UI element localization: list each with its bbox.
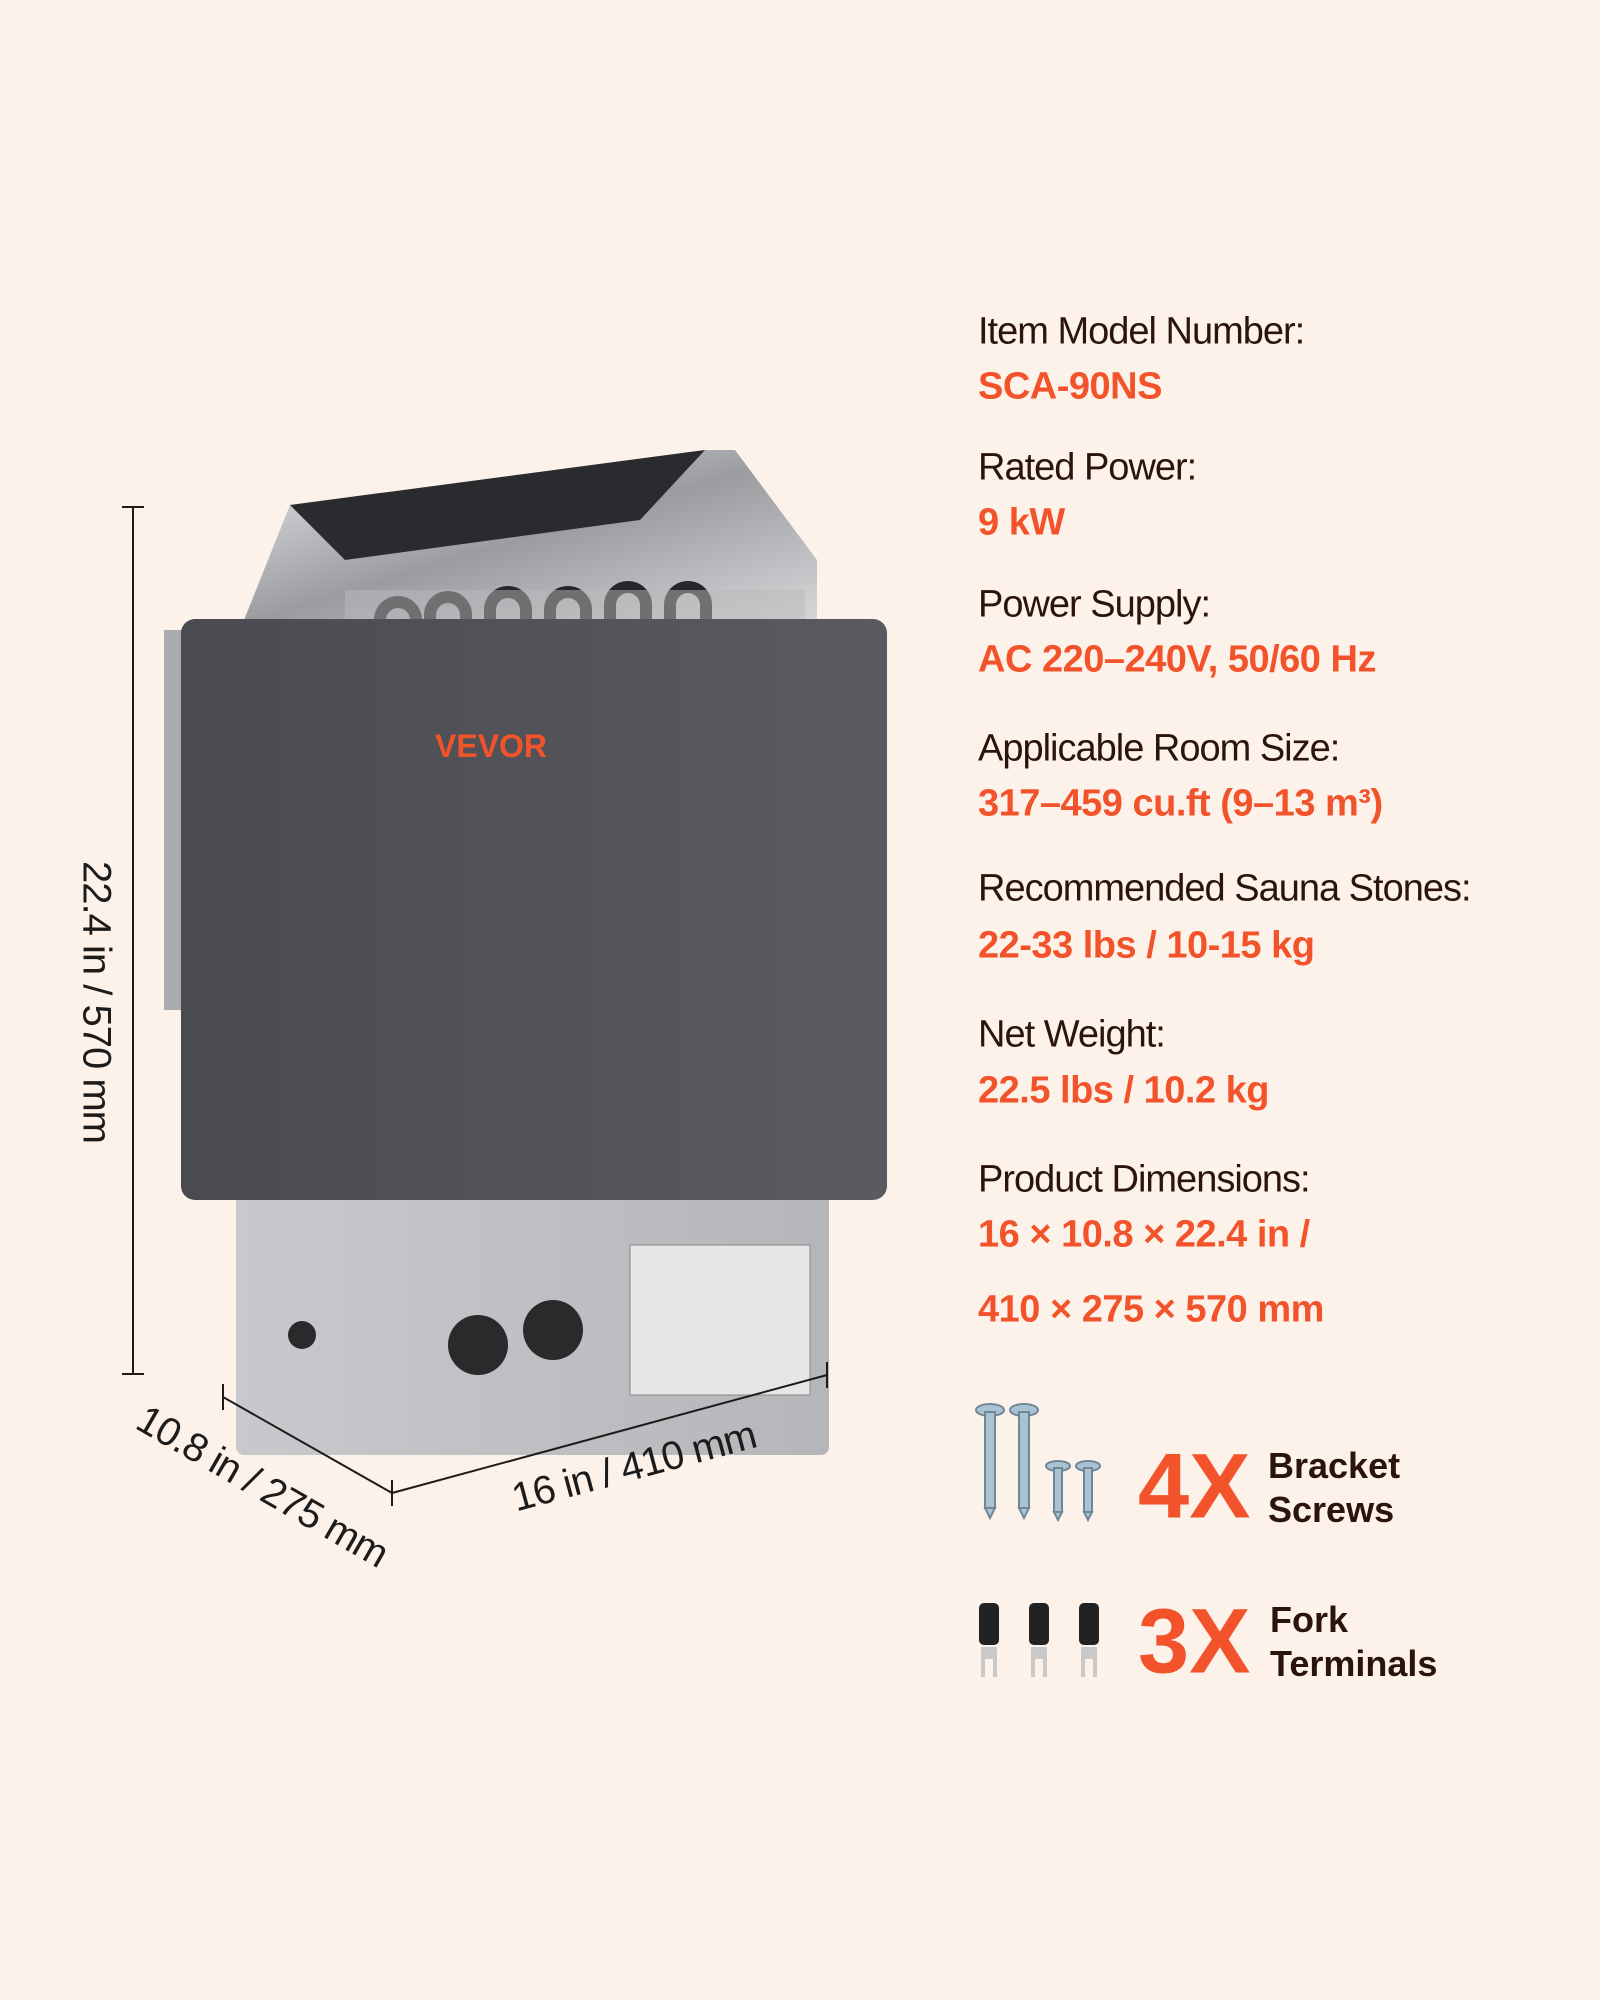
terminals-count: 3X [1138, 1590, 1251, 1693]
spec-value-stones: 22-33 lbs / 10-15 kg [978, 924, 1315, 967]
heater-body [181, 619, 887, 1200]
spec-value-supply: AC 220–240V, 50/60 Hz [978, 638, 1376, 681]
spec-value-room-size: 317–459 cu.ft (9–13 m³) [978, 782, 1383, 825]
height-dimension-label: 22.4 in / 570 mm [74, 861, 119, 1143]
spec-value-dimensions-in: 16 × 10.8 × 22.4 in / [978, 1213, 1310, 1256]
spec-label-supply: Power Supply: [978, 583, 1211, 626]
spec-value-dimensions-mm: 410 × 275 × 570 mm [978, 1288, 1324, 1331]
spec-label-power: Rated Power: [978, 446, 1197, 489]
timer-knob [448, 1315, 508, 1375]
spec-value-weight: 22.5 lbs / 10.2 kg [978, 1069, 1269, 1112]
screw-icon [975, 1403, 1101, 1523]
screws-count: 4X [1138, 1435, 1251, 1538]
fork-terminal-icon [979, 1603, 1099, 1677]
spec-value-model: SCA-90NS [978, 365, 1162, 408]
spec-label-model: Item Model Number: [978, 310, 1305, 353]
temperature-knob [523, 1300, 583, 1360]
spec-label-dimensions: Product Dimensions: [978, 1158, 1311, 1201]
vevor-logo: VEVOR [435, 728, 547, 764]
spec-label-room-size: Applicable Room Size: [978, 727, 1340, 770]
spec-value-power: 9 kW [978, 501, 1065, 544]
sauna-heater-image: VEVOR [122, 450, 887, 1506]
spec-label-stones: Recommended Sauna Stones: [978, 867, 1472, 910]
spec-label-weight: Net Weight: [978, 1013, 1166, 1056]
wall-bracket [164, 630, 186, 1010]
